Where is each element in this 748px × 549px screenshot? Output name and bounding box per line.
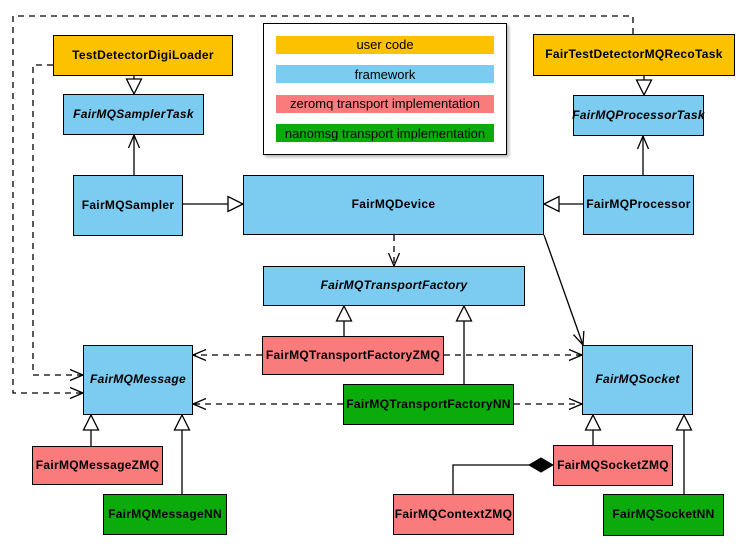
node-fairmqsocketzmq: FairMQSocketZMQ bbox=[553, 445, 673, 486]
node-fairmqsampler: FairMQSampler bbox=[73, 175, 183, 236]
edge-head-comp-contextzmq-socketzmq-diamond-icon bbox=[528, 457, 554, 473]
edge-head-assoc-processor-processortask-open-icon bbox=[636, 134, 650, 150]
edge-comp-contextzmq-socketzmq bbox=[452, 464, 530, 494]
node-fairmqtransportfactory: FairMQTransportFactory bbox=[263, 266, 525, 306]
edge-head-inherit-digiloader-samplertask-triangle-icon bbox=[125, 78, 143, 96]
legend-item-user-code: user code bbox=[276, 35, 494, 54]
legend-box: user code framework zeromq transport imp… bbox=[263, 23, 507, 155]
edge-head-inherit-tfnn-transportfactory-triangle-icon bbox=[455, 304, 473, 322]
node-testdetectordigiloader: TestDetectorDigiLoader bbox=[53, 35, 233, 76]
legend-item-framework: framework bbox=[276, 65, 494, 84]
node-fairmqsocket: FairMQSocket bbox=[582, 345, 693, 415]
node-fairtestdetectormqrecotask: FairTestDetectorMQRecoTask bbox=[533, 34, 735, 76]
node-fairmqsamplertask: FairMQSamplerTask bbox=[63, 94, 204, 135]
legend-item-zeromq: zeromq transport implementation bbox=[276, 94, 494, 113]
edge-head-dep-tfzmq-message-open-icon bbox=[191, 348, 207, 362]
node-fairmqmessagenn: FairMQMessageNN bbox=[103, 494, 227, 535]
node-fairmqtransportfactorynn: FairMQTransportFactoryNN bbox=[343, 384, 514, 425]
node-fairmqtransportfactoryzmq: FairMQTransportFactoryZMQ bbox=[262, 336, 444, 375]
edge-head-inherit-socketzmq-socket-triangle-icon bbox=[584, 413, 602, 431]
edge-head-dep-tfnn-message-open-icon bbox=[191, 397, 207, 411]
edge-head-inherit-messagezmq-message-triangle-icon bbox=[82, 413, 100, 431]
node-fairmqprocessortask: FairMQProcessorTask bbox=[572, 95, 705, 136]
edge-head-inherit-sampler-device-triangle-icon bbox=[227, 195, 245, 213]
legend-item-nanomsg: nanomsg transport implementation bbox=[276, 124, 494, 143]
node-fairmqmessagezmq: FairMQMessageZMQ bbox=[32, 446, 163, 485]
node-fairmqcontextzmq: FairMQContextZMQ bbox=[393, 494, 514, 535]
edge-assoc-device-socket bbox=[543, 234, 584, 346]
edge-head-inherit-recotask-processortask-triangle-icon bbox=[635, 79, 653, 97]
edge-head-inherit-socketnn-socket-triangle-icon bbox=[675, 413, 693, 431]
node-fairmqmessage: FairMQMessage bbox=[83, 345, 193, 415]
node-fairmqprocessor: FairMQProcessor bbox=[583, 175, 694, 235]
edge-head-assoc-sampler-samplertask-open-icon bbox=[127, 133, 141, 149]
edge-dep-digiloader-message bbox=[32, 64, 83, 376]
edge-head-inherit-processor-device-triangle-icon bbox=[542, 195, 560, 213]
edge-dep-recotask-message bbox=[12, 15, 634, 394]
edge-head-inherit-tfzmq-transportfactory-triangle-icon bbox=[335, 304, 353, 322]
edge-head-inherit-messagenn-message-triangle-icon bbox=[173, 413, 191, 431]
node-fairmqdevice: FairMQDevice bbox=[243, 175, 544, 235]
node-fairmqsocketnn: FairMQSocketNN bbox=[603, 494, 724, 536]
